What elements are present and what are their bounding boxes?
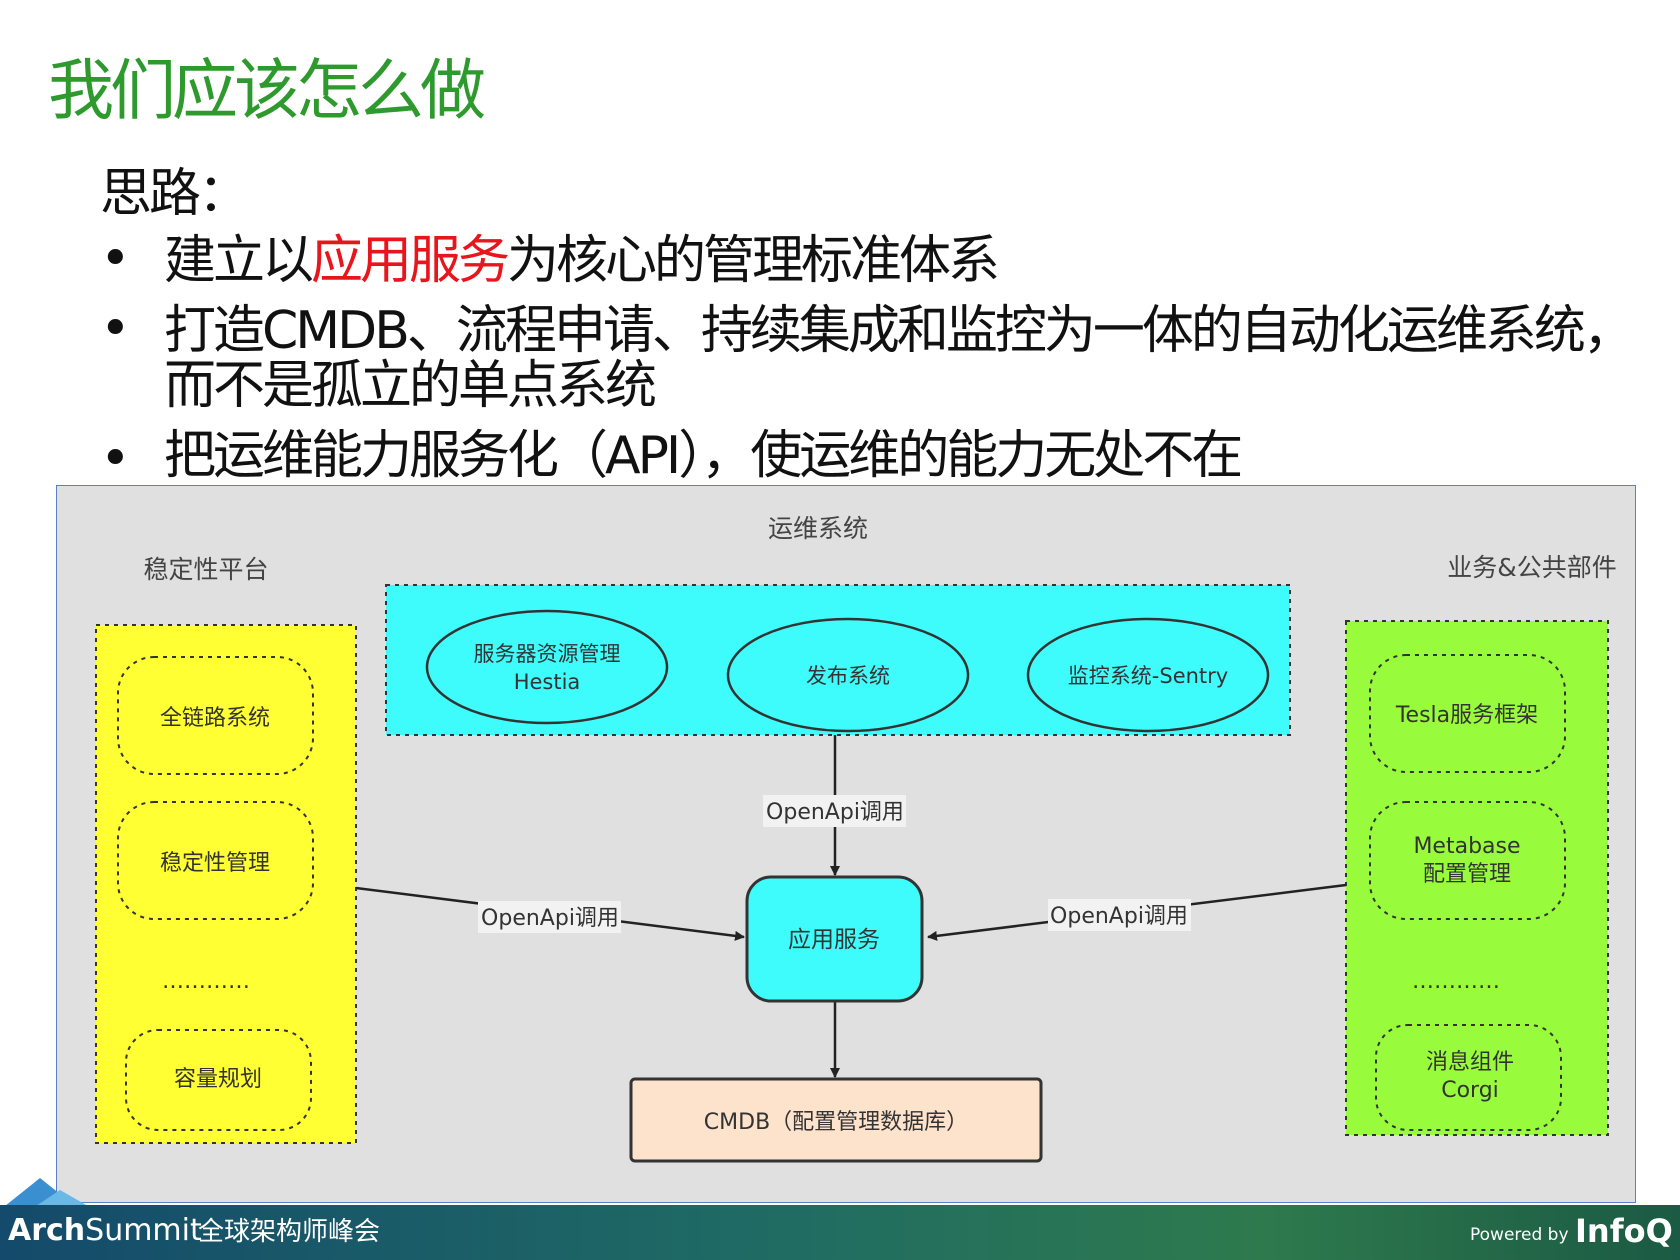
app-service-label: 应用服务	[788, 927, 880, 953]
footer-chinese-title: 全球架构师峰会	[198, 1217, 381, 1247]
right-item-box	[1375, 1024, 1562, 1131]
stability-platform-panel	[95, 624, 357, 1144]
bullet-2-line1: 打造CMDB、流程申请、持续集成和监控为一体的自动化运维系统，	[164, 301, 1635, 361]
powered-by-label: Powered by	[1470, 1225, 1569, 1245]
hestia-ellipse	[425, 609, 669, 725]
left-item-box	[117, 656, 314, 775]
edge-label-bg	[763, 795, 906, 827]
left-item-box	[125, 1029, 312, 1131]
right-item-line2: Corgi	[1441, 1078, 1499, 1103]
edge-label-top: OpenApi调用	[766, 800, 904, 825]
bullet-3: 把运维能力服务化（API），使运维的能力无处不在	[164, 426, 1243, 486]
edge-label-bg	[1048, 899, 1191, 931]
bullet-1-post: 为核心的管理标准体系	[507, 231, 1000, 291]
bullet-mark: •	[100, 429, 131, 489]
right-item-box	[1369, 801, 1566, 920]
edge-label-left: OpenApi调用	[481, 906, 619, 931]
bullet-mark: •	[100, 299, 131, 359]
hestia-line1: 服务器资源管理	[474, 642, 621, 666]
left-panel-label: 稳定性平台	[143, 555, 268, 584]
archsummit-logo: ArchSummit	[8, 1216, 202, 1246]
bullet-mark: •	[100, 229, 131, 289]
footer-bar: ArchSummit 全球架构师峰会 Powered by InfoQ	[0, 1205, 1680, 1260]
left-item-label: 容量规划	[174, 1067, 262, 1092]
right-ellipsis: …………	[1412, 969, 1500, 994]
hestia-line2: Hestia	[514, 670, 581, 694]
right-item-line1: Tesla服务框架	[1395, 703, 1538, 728]
logo-summit: Summit	[85, 1213, 202, 1248]
edge-label-right: OpenApi调用	[1050, 904, 1188, 929]
cmdb-label: CMDB（配置管理数据库）	[704, 1110, 968, 1135]
edge-label-bg	[478, 901, 621, 933]
cmdb-box	[629, 1077, 1043, 1163]
bullet-2-line2: 而不是孤立的单点系统	[164, 356, 657, 416]
release-ellipse	[726, 617, 970, 733]
bullet-1-highlight: 应用服务	[311, 231, 510, 291]
left-ellipsis: …………	[162, 969, 250, 994]
left-item-label: 全链路系统	[160, 706, 270, 731]
right-item-line2: 配置管理	[1423, 862, 1511, 887]
logo-arch: Arch	[8, 1213, 86, 1248]
slide-title: 我们应该怎么做	[48, 52, 486, 129]
release-label: 发布系统	[806, 664, 890, 688]
right-item-line1: 消息组件	[1426, 1050, 1514, 1075]
corner-decoration	[0, 1178, 95, 1210]
right-panel-label: 业务&公共部件	[1447, 553, 1617, 582]
architecture-diagram: 稳定性平台 运维系统 业务&公共部件 全链路系统 稳定性管理 ………… 容量规划…	[56, 485, 1636, 1203]
left-item-label: 稳定性管理	[160, 851, 270, 876]
sentry-ellipse	[1026, 617, 1270, 733]
right-item-box	[1369, 654, 1566, 773]
bullet-1-pre: 建立以	[164, 231, 314, 291]
bullet-1: 建立以应用服务为核心的管理标准体系	[164, 235, 1000, 287]
subtitle: 思路：	[100, 164, 250, 224]
sentry-label: 监控系统-Sentry	[1068, 664, 1228, 688]
center-panel-label: 运维系统	[768, 514, 868, 543]
left-item-box	[117, 801, 314, 920]
right-item-line1: Metabase	[1413, 834, 1520, 859]
infoq-logo: InfoQ	[1575, 1212, 1673, 1250]
app-service-box	[745, 875, 924, 1003]
